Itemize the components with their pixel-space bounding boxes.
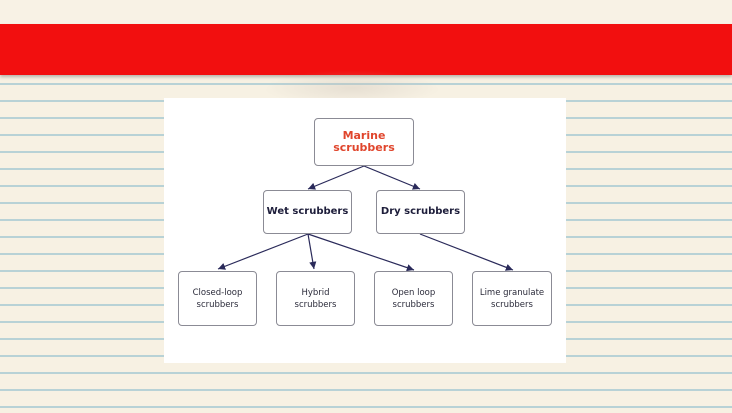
node-wet-scrubbers-label: Wet scrubbers — [266, 206, 349, 217]
node-hybrid-label: Hybrid scrubbers — [294, 287, 337, 310]
node-closed-loop-label: Closed-loop scrubbers — [192, 287, 243, 310]
node-marine-scrubbers: Marine scrubbers — [314, 118, 414, 166]
arrow-wet-to-hybrid — [307, 233, 317, 270]
arrow-dry-to-lime — [419, 233, 514, 271]
top-strip — [0, 0, 732, 24]
node-marine-scrubbers-label: Marine scrubbers — [333, 129, 395, 154]
node-wet-scrubbers: Wet scrubbers — [263, 190, 352, 234]
arrow-root-to-dry — [363, 165, 421, 190]
node-lime-granulate-scrubbers: Lime granulate scrubbers — [472, 271, 552, 326]
node-hybrid-scrubbers: Hybrid scrubbers — [276, 271, 355, 326]
scrubber-diagram: Marine scrubbers Wet scrubbers Dry scrub… — [164, 98, 566, 363]
diagram-connectors — [217, 165, 514, 272]
red-banner — [0, 24, 732, 75]
node-dry-scrubbers-label: Dry scrubbers — [380, 206, 461, 217]
arrow-wet-to-open-loop — [307, 233, 415, 272]
node-open-loop-scrubbers: Open loop scrubbers — [374, 271, 453, 326]
node-dry-scrubbers: Dry scrubbers — [376, 190, 465, 234]
arrow-wet-to-closed-loop — [217, 233, 309, 270]
node-closed-loop-scrubbers: Closed-loop scrubbers — [178, 271, 257, 326]
node-open-loop-label: Open loop scrubbers — [391, 287, 436, 310]
arrow-root-to-wet — [307, 165, 365, 190]
node-lime-granulate-label: Lime granulate scrubbers — [479, 287, 545, 310]
